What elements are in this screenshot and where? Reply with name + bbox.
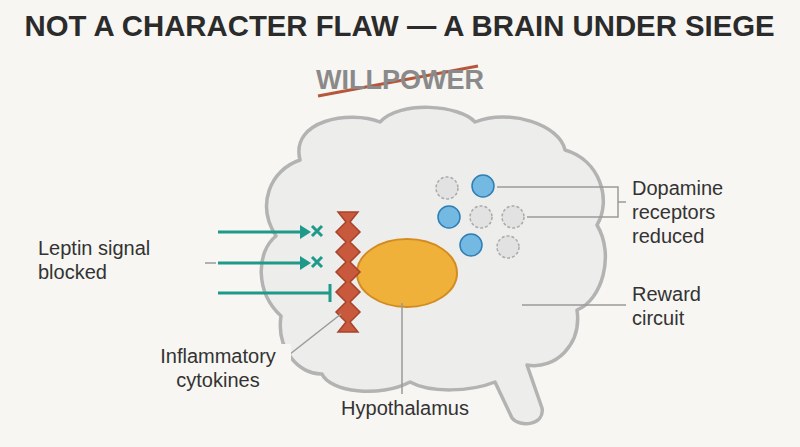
hypothalamus-label: Hypothalamus bbox=[317, 396, 493, 420]
cytokine-barrier bbox=[336, 212, 360, 332]
brain-outline bbox=[261, 107, 605, 423]
reward-label: Reward circuit bbox=[632, 282, 752, 330]
leptin-label: Leptin signal blocked bbox=[38, 236, 200, 284]
cytokine-label: Inflammatory cytokines bbox=[145, 344, 291, 392]
leptin-arrows bbox=[218, 226, 330, 302]
struck-word: WILLPOWER bbox=[290, 64, 510, 96]
arrowhead bbox=[300, 256, 311, 270]
title: NOT A CHARACTER FLAW — A BRAIN UNDER SIE… bbox=[25, 8, 775, 44]
arrowhead bbox=[300, 225, 311, 239]
hypothalamus-shape bbox=[357, 239, 457, 307]
dopamine-label: Dopamine receptors reduced bbox=[632, 176, 782, 248]
